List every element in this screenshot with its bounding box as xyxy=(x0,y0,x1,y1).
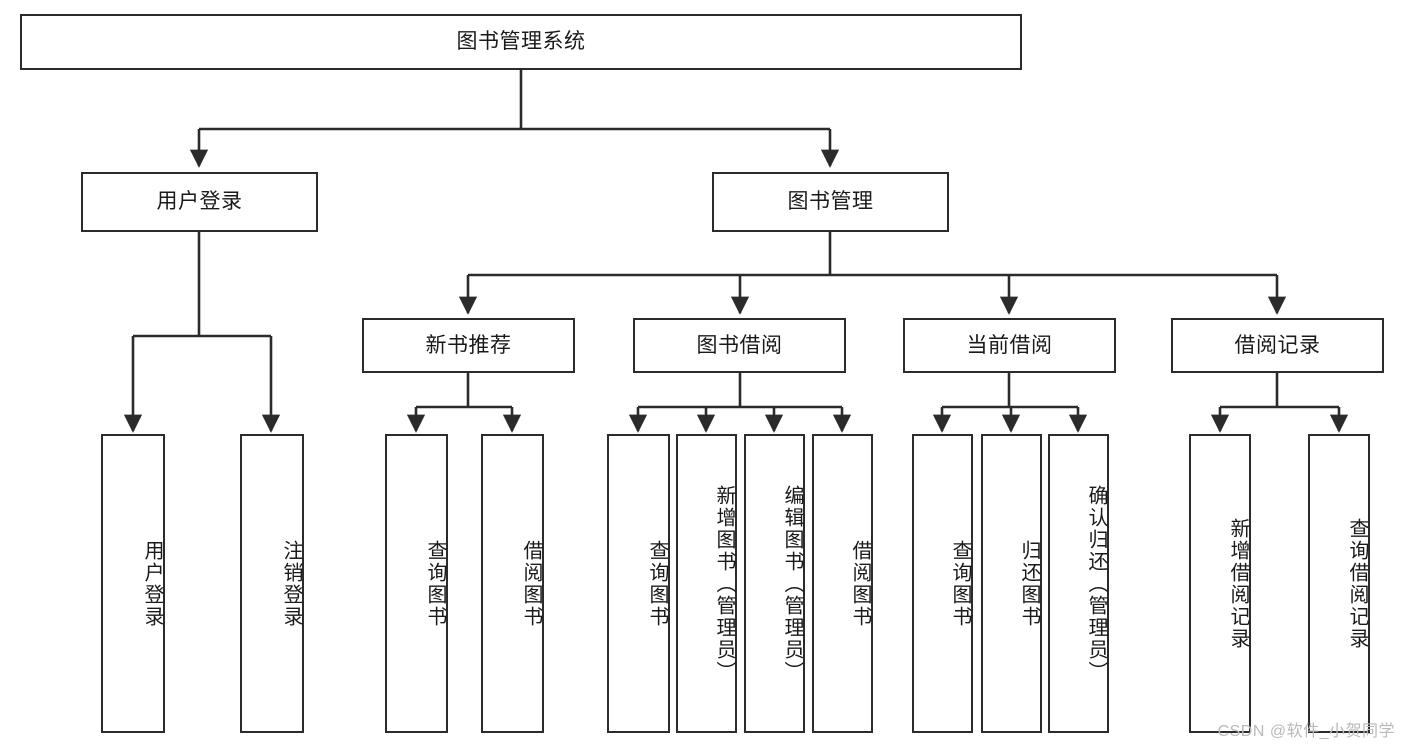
node-leaf-query-borrow-record-label: 查询借阅记录 xyxy=(1346,517,1368,650)
node-user-login-label: 用户登录 xyxy=(156,190,243,214)
node-leaf-logout[interactable]: 注销登录 xyxy=(240,434,304,733)
node-root-label: 图书管理系统 xyxy=(456,30,586,54)
node-leaf-logout-label: 注销登录 xyxy=(280,539,302,628)
node-leaf-edit-book-label: 编辑图书（管理员） xyxy=(781,484,803,683)
node-borrow-record-label: 借阅记录 xyxy=(1234,333,1321,357)
node-leaf-user-login-label: 用户登录 xyxy=(141,539,163,628)
node-leaf-user-login[interactable]: 用户登录 xyxy=(101,434,165,733)
node-new-book-recommend-label: 新书推荐 xyxy=(425,333,512,357)
node-leaf-add-borrow-record-label: 新增借阅记录 xyxy=(1227,517,1249,650)
node-current-borrow[interactable]: 当前借阅 xyxy=(903,318,1116,373)
node-leaf-confirm-return[interactable]: 确认归还（管理员） xyxy=(1048,434,1109,733)
node-root[interactable]: 图书管理系统 xyxy=(20,14,1022,70)
node-leaf-query-borrow-record[interactable]: 查询借阅记录 xyxy=(1308,434,1370,733)
node-leaf-query-book-3[interactable]: 查询图书 xyxy=(912,434,973,733)
node-leaf-borrow-book-2[interactable]: 借阅图书 xyxy=(812,434,873,733)
node-leaf-add-borrow-record[interactable]: 新增借阅记录 xyxy=(1189,434,1251,733)
node-leaf-borrow-book-2-label: 借阅图书 xyxy=(849,539,871,628)
node-leaf-query-book-2-label: 查询图书 xyxy=(646,539,668,628)
node-borrow-record[interactable]: 借阅记录 xyxy=(1171,318,1384,373)
node-leaf-return-book-label: 归还图书 xyxy=(1018,539,1040,628)
node-leaf-borrow-book-1[interactable]: 借阅图书 xyxy=(481,434,544,733)
node-user-login[interactable]: 用户登录 xyxy=(81,172,318,232)
node-leaf-query-book-1-label: 查询图书 xyxy=(424,539,446,628)
watermark: CSDN @软件_小贺同学 xyxy=(1217,723,1395,740)
node-new-book-recommend[interactable]: 新书推荐 xyxy=(362,318,575,373)
node-leaf-edit-book[interactable]: 编辑图书（管理员） xyxy=(744,434,805,733)
node-leaf-add-book-label: 新增图书（管理员） xyxy=(713,484,735,683)
node-book-management[interactable]: 图书管理 xyxy=(712,172,949,232)
node-leaf-borrow-book-1-label: 借阅图书 xyxy=(520,539,542,628)
node-leaf-confirm-return-label: 确认归还（管理员） xyxy=(1085,484,1107,683)
node-current-borrow-label: 当前借阅 xyxy=(966,333,1053,357)
node-leaf-add-book[interactable]: 新增图书（管理员） xyxy=(676,434,737,733)
node-book-borrow[interactable]: 图书借阅 xyxy=(633,318,846,373)
node-leaf-query-book-1[interactable]: 查询图书 xyxy=(385,434,448,733)
node-book-borrow-label: 图书借阅 xyxy=(696,333,783,357)
node-book-management-label: 图书管理 xyxy=(787,190,874,214)
node-leaf-query-book-3-label: 查询图书 xyxy=(949,539,971,628)
node-leaf-query-book-2[interactable]: 查询图书 xyxy=(607,434,670,733)
node-leaf-return-book[interactable]: 归还图书 xyxy=(981,434,1042,733)
